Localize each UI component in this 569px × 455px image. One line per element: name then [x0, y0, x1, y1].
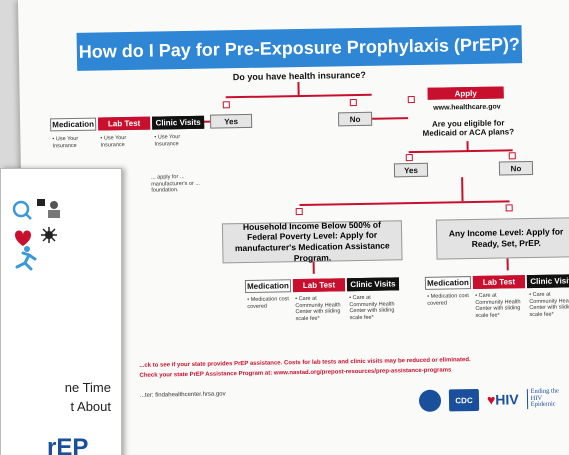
virus-icon	[41, 227, 57, 243]
any-income-box: Any Income Level: Apply for Ready, Set, …	[435, 217, 569, 260]
right-cell-labtest: • Care at Community Health Center with s…	[475, 292, 521, 319]
answer-yes-medicaid: Yes	[393, 162, 429, 178]
question-medicaid: Are you eligible for Medicaid or ACA pla…	[422, 118, 515, 138]
connector	[312, 261, 315, 274]
mid-header-labtest: Lab Test	[292, 278, 346, 293]
connector	[408, 149, 513, 154]
footnote-health-center: ...ter: findahealthcenter.hrsa.gov	[139, 391, 226, 399]
apply-badge: Apply	[427, 86, 504, 100]
mid-cell-labtest: • Care at Community Health Center with s…	[295, 295, 341, 322]
left-header-medication: Medication	[50, 117, 97, 132]
answer-no-medicaid: No	[498, 160, 534, 176]
partner-logos: CDC ♥HIV Ending the HIV Epidemic	[418, 387, 563, 412]
answer-no: No	[337, 111, 373, 127]
magnifier-icon	[12, 200, 32, 220]
mid-header-medication: Medication	[244, 279, 292, 294]
left-note: ... apply for ... manufacturer's or ... …	[151, 174, 200, 194]
right-cell-clinic: • Care at Community Health Center with s…	[529, 291, 569, 318]
answer-yes: Yes	[209, 113, 253, 129]
hiv-logo: ♥HIV	[486, 391, 519, 408]
connector	[225, 93, 372, 99]
mid-header-clinic: Clinic Visits	[346, 277, 400, 292]
income-below-500-box: Household Income Below 500% of Federal P…	[221, 219, 403, 264]
heart-icon	[15, 230, 31, 246]
left-header-clinic: Clinic Visits	[152, 115, 205, 130]
connector	[461, 177, 464, 202]
chat-icon	[37, 199, 45, 206]
infographic-title: How do I Pay for Pre-Exposure Prophylaxi…	[76, 25, 523, 71]
question-insurance: Do you have health insurance?	[232, 69, 366, 83]
connector	[297, 82, 300, 97]
brochure-text: ne Time t About	[1, 379, 111, 417]
runner-icon	[15, 246, 37, 271]
left-header-labtest: Lab Test	[98, 116, 151, 131]
left-cell-labtest: • Use Your Insurance	[100, 135, 127, 149]
hhs-eagle-icon	[418, 389, 442, 412]
connector	[372, 117, 409, 120]
healthcare-url: www.healthcare.gov	[433, 103, 501, 112]
prep-brochure-card: ne Time t About rEP	[0, 168, 122, 455]
brochure-icons	[12, 199, 60, 271]
left-cell-clinic: • Use Your Insurance	[154, 134, 181, 148]
mid-cell-clinic: • Care at Community Health Center with s…	[349, 294, 395, 321]
left-cell-medication: • Use Your Insurance	[52, 135, 79, 149]
right-header-clinic: Clinic Visits	[526, 274, 569, 289]
brochure-line-1: ne Time	[64, 380, 111, 395]
right-header-medication: Medication	[424, 276, 472, 290]
connector-node	[405, 154, 413, 162]
doctor-icon	[48, 201, 60, 218]
right-cell-medication: • Medication cost covered	[427, 293, 469, 307]
brochure-prep-title: rEP	[47, 434, 89, 455]
connector-node	[295, 207, 303, 216]
connector-node	[349, 99, 357, 107]
connector-node	[508, 152, 516, 160]
brochure-line-2: t About	[70, 398, 111, 414]
right-header-labtest: Lab Test	[472, 275, 526, 290]
connector	[506, 258, 509, 271]
connector-node	[505, 204, 513, 212]
connector-node	[222, 101, 230, 109]
mid-cell-medication: • Medication cost covered	[247, 296, 289, 310]
connector-node	[407, 96, 415, 104]
cdc-logo: CDC	[448, 388, 480, 412]
connector	[299, 200, 510, 207]
ending-hiv-epidemic-logo: Ending the HIV Epidemic	[526, 387, 563, 410]
